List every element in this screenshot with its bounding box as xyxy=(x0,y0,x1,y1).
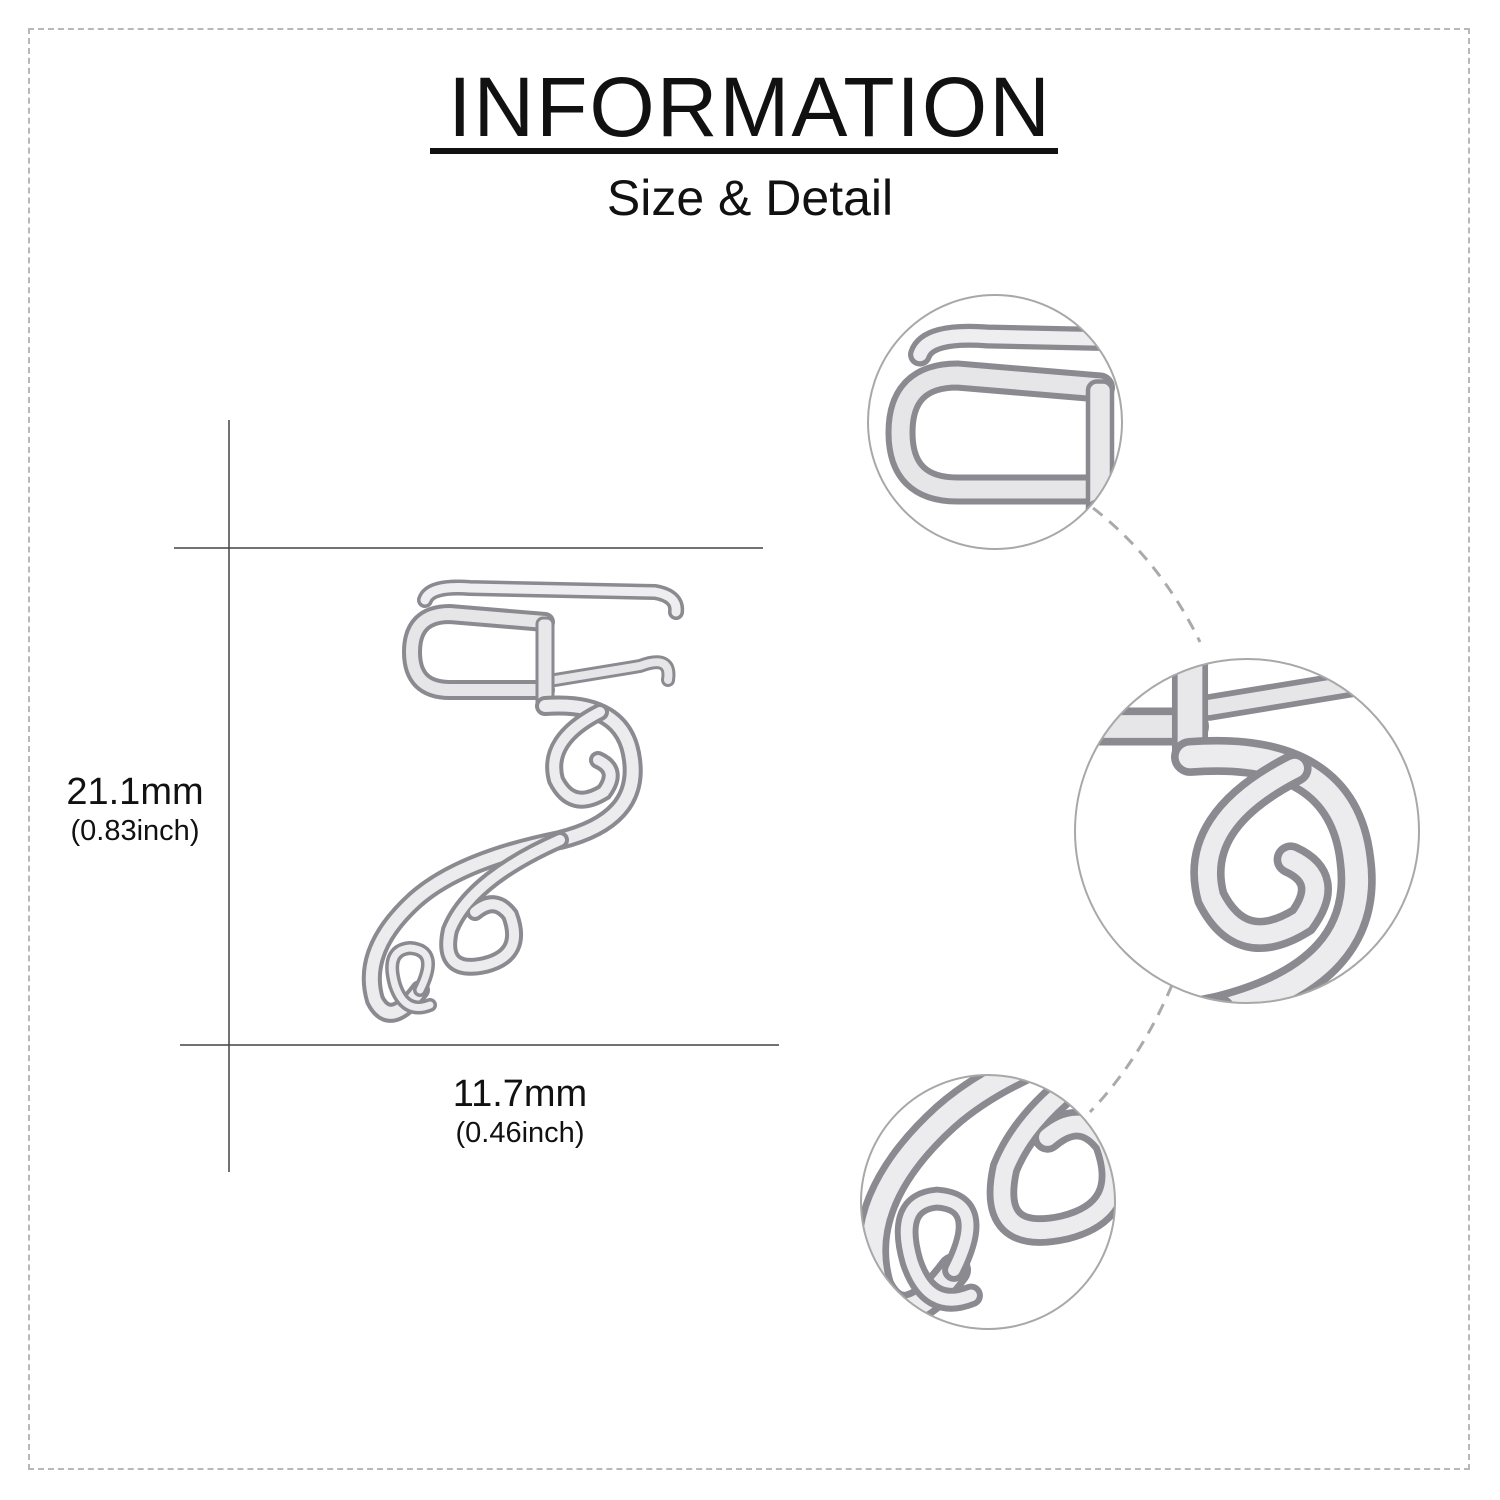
detail-circle-bottom xyxy=(860,1074,1116,1330)
connector-line-bottom xyxy=(1088,984,1174,1114)
title-underline xyxy=(430,148,1058,154)
width-mm: 11.7mm xyxy=(452,1073,588,1115)
detail-circle-top xyxy=(867,294,1123,550)
dashed-frame xyxy=(28,28,1470,1470)
height-label: 21.1mm (0.83inch) xyxy=(40,770,230,848)
width-inch: (0.46inch) xyxy=(455,1117,585,1149)
connector-line-top xyxy=(1092,506,1202,643)
width-label: 11.7mm (0.46inch) xyxy=(420,1072,620,1150)
detail-circle-middle xyxy=(1074,658,1420,1004)
height-inch: (0.83inch) xyxy=(70,815,200,847)
height-mm: 21.1mm xyxy=(66,771,204,813)
page-title: INFORMATION xyxy=(448,60,1052,154)
ear-cuff-image xyxy=(372,588,676,1013)
page-subtitle: Size & Detail xyxy=(606,170,894,226)
